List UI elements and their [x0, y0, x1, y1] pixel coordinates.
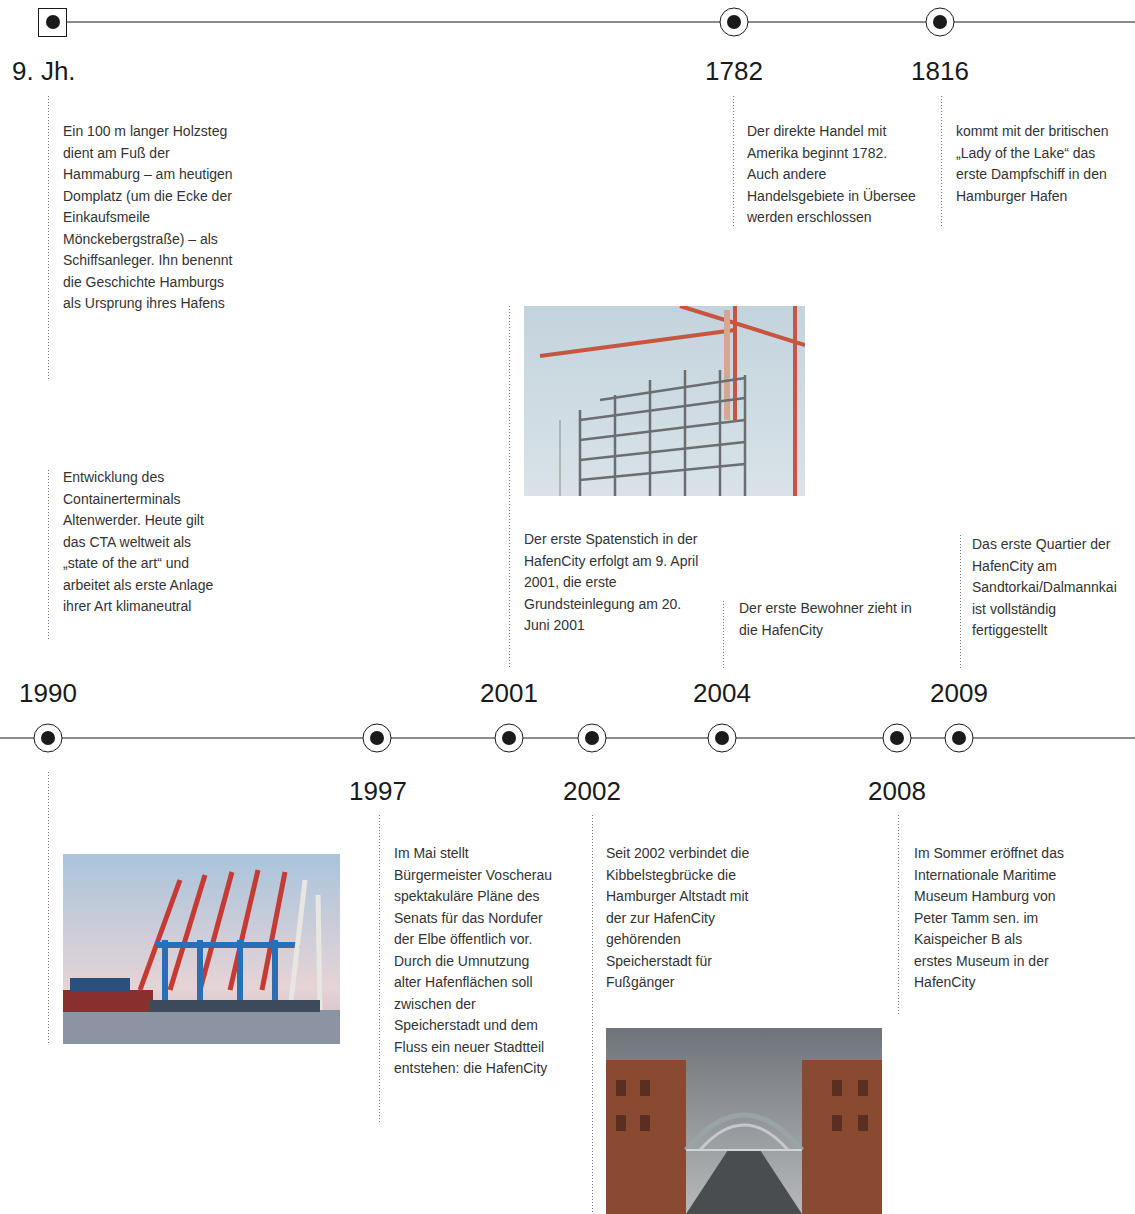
timeline-note: Der erste Spatenstich in der HafenCity e… [524, 529, 706, 637]
year-label: 2001 [480, 678, 538, 708]
bridge-photo [606, 1028, 882, 1214]
timeline-note: Seit 2002 verbindet die Kibbelstegbrücke… [606, 843, 764, 994]
timeline-note: Im Mai stellt Bürgermeister Voscherau sp… [394, 843, 556, 1080]
construction-photo [524, 306, 805, 496]
year-label: 1816 [911, 56, 969, 86]
year-label: 1997 [349, 776, 407, 806]
year-label: 2004 [693, 678, 751, 708]
year-label: 2002 [563, 776, 621, 806]
leader-lines [49, 96, 961, 1214]
timeline-note: Der erste Bewohner zieht in die HafenCit… [739, 598, 914, 641]
timeline-note: Das erste Quartier der HafenCity am Sand… [972, 534, 1130, 642]
year-label: 9. Jh. [12, 56, 76, 86]
timeline-note: Der direkte Handel mit Amerika beginnt 1… [747, 121, 919, 229]
timeline-note: Ein 100 m langer Holzsteg dient am Fuß d… [63, 121, 233, 315]
timeline-markers [34, 8, 973, 752]
timeline-note: Entwicklung des Containerterminals Alten… [63, 467, 228, 618]
timeline-line [67, 22, 1135, 23]
year-label: 1782 [705, 56, 763, 86]
container-terminal-photo [63, 854, 340, 1044]
timeline-note: Im Sommer eröffnet das Internationale Ma… [914, 843, 1064, 994]
year-label: 1990 [19, 678, 77, 708]
year-label: 2008 [868, 776, 926, 806]
timeline-note: kommt mit der britischen „Lady of the La… [956, 121, 1116, 207]
year-label: 2009 [930, 678, 988, 708]
